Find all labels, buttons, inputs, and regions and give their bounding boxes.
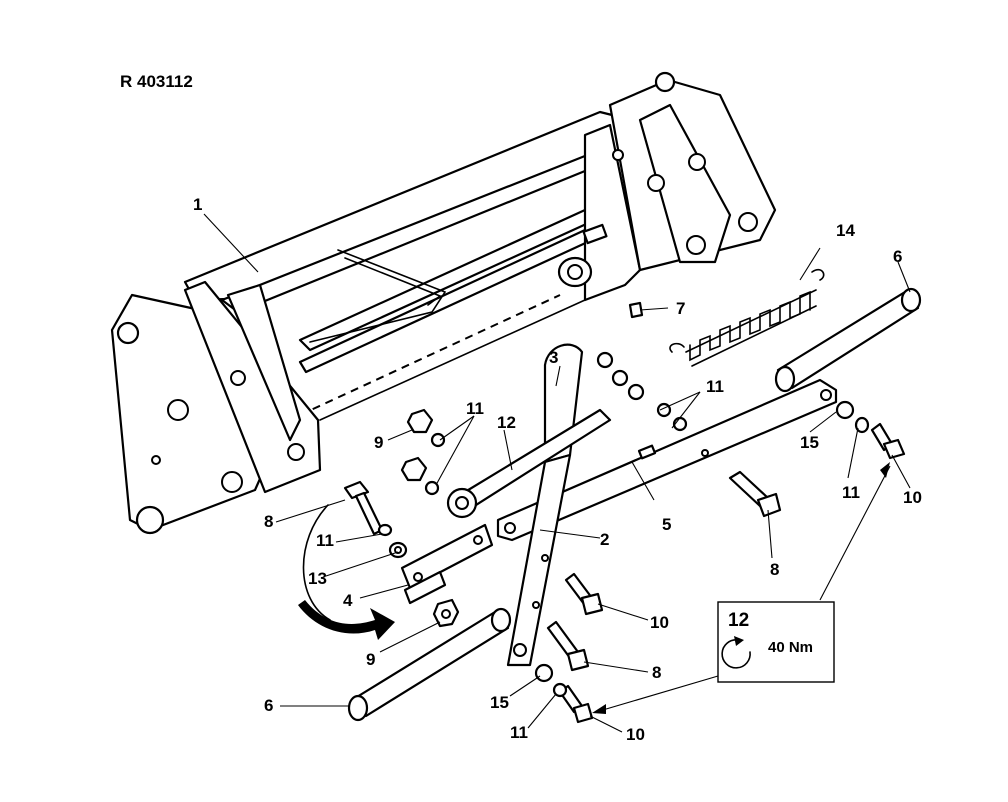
callout-8-right: 8 (770, 560, 779, 579)
push-rod (446, 408, 612, 519)
callout-11-left: 11 (316, 531, 334, 550)
shaft-upper (774, 287, 922, 393)
callout-15-lower: 15 (490, 693, 509, 712)
callout-15-right: 15 (800, 433, 819, 452)
callout-11-upper-right: 11 (706, 377, 724, 396)
hand-lever (506, 343, 584, 667)
callout-11-lower: 11 (510, 723, 528, 742)
assembly-arrow (298, 504, 395, 640)
callout-11-right: 11 (842, 483, 860, 502)
callout-1: 1 (193, 195, 202, 214)
callout-7: 7 (676, 299, 685, 318)
callout-6-lower: 6 (264, 696, 273, 715)
callout-14: 14 (836, 221, 855, 240)
callout-13: 13 (308, 569, 327, 588)
torque-spec-box: 12 40 Nm (717, 601, 835, 683)
callout-8-left: 8 (264, 512, 273, 531)
callout-numbers: 1 2 3 4 5 6 6 7 8 8 8 9 9 9 10 10 10 11 … (193, 195, 922, 744)
main-frame (110, 71, 777, 535)
link-bar (496, 378, 838, 542)
callout-10-lower: 10 (626, 725, 645, 744)
callout-9-lower: 9 (366, 650, 375, 669)
torque-part-number: 12 (728, 610, 749, 631)
fasteners (343, 301, 906, 724)
callout-6-upper: 6 (893, 247, 902, 266)
leader-lines (203, 213, 911, 733)
callout-11-upper-left: 11 (466, 399, 484, 418)
callout-8-lower: 8 (652, 663, 661, 682)
callout-5: 5 (662, 515, 671, 534)
reference-code: R 403112 (120, 72, 193, 91)
callout-2: 2 (600, 530, 609, 549)
shaft-lower (347, 607, 512, 722)
tension-spring (669, 268, 825, 367)
torque-value: 40 Nm (768, 639, 813, 656)
callout-4: 4 (343, 591, 353, 610)
callout-3: 3 (549, 348, 558, 367)
callout-9-upper: 9 (374, 433, 383, 452)
rotate-clockwise-icon (721, 636, 751, 669)
link-plate (400, 523, 494, 605)
callout-10-middle: 10 (650, 613, 669, 632)
callout-12: 12 (497, 413, 516, 432)
callout-10-right: 10 (903, 488, 922, 507)
